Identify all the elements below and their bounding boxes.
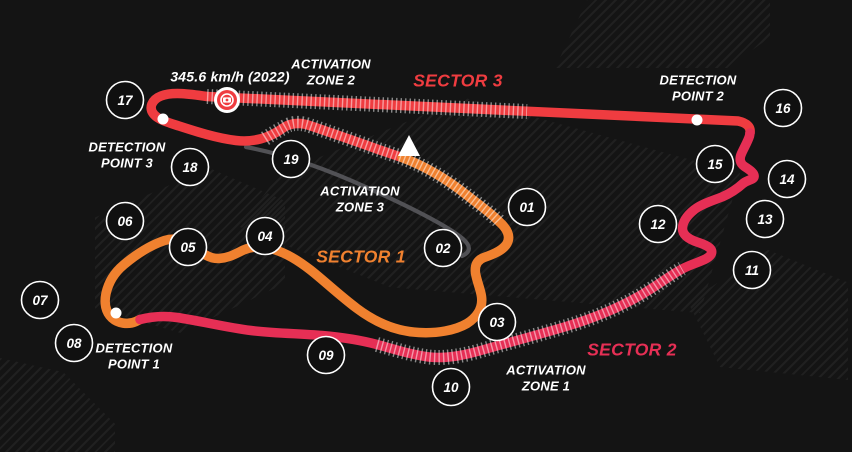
detection-point-3-label: DETECTION POINT 3: [88, 139, 166, 171]
turn-marker-07: 07: [20, 280, 60, 320]
turn-number: 08: [66, 336, 82, 351]
activation-zone-3-label: ACTIVATION ZONE 3: [320, 183, 400, 215]
turn-number: 18: [182, 160, 198, 175]
turn-number: 12: [650, 217, 666, 232]
turn-marker-05: 05: [168, 227, 208, 267]
turn-number: 09: [318, 348, 334, 363]
activation-zone-2-label: ACTIVATION ZONE 2: [291, 56, 371, 88]
detection-point-1-dot: [110, 307, 122, 319]
turn-number: 06: [117, 214, 133, 229]
turn-number: 17: [117, 93, 134, 108]
detection-point-2-dot: [691, 114, 703, 126]
turn-number: 16: [775, 101, 791, 116]
turn-marker-17: 17: [105, 80, 145, 120]
turn-marker-14: 14: [767, 159, 807, 199]
turn-marker-10: 10: [431, 367, 471, 407]
turn-marker-19: 19: [271, 139, 311, 179]
start-finish-marker: [398, 135, 420, 156]
turn-marker-12: 12: [638, 204, 678, 244]
turn-marker-01: 01: [507, 187, 547, 227]
turn-number: 14: [779, 172, 795, 187]
turn-marker-18: 18: [170, 147, 210, 187]
turn-marker-13: 13: [745, 199, 785, 239]
sector-2-label: SECTOR 2: [587, 339, 677, 360]
turn-marker-03: 03: [477, 302, 517, 342]
sector-1-label: SECTOR 1: [316, 246, 406, 267]
turn-number: 03: [489, 315, 505, 330]
detection-point-1-label: DETECTION POINT 1: [95, 340, 173, 372]
track-sector-2: [135, 128, 759, 363]
speed-camera-icon: [214, 87, 240, 113]
turn-marker-02: 02: [423, 228, 463, 268]
track-sector-1: [100, 152, 514, 338]
turn-number: 13: [757, 212, 773, 227]
turn-marker-04: 04: [245, 216, 285, 256]
turn-number: 01: [519, 200, 534, 215]
turn-number: 15: [707, 157, 723, 172]
background-texture-patch: [555, 0, 770, 68]
detection-point-3-dot: [157, 113, 169, 125]
turn-number: 02: [435, 241, 451, 256]
turn-marker-15: 15: [695, 144, 735, 184]
turn-number: 07: [32, 293, 49, 308]
turn-marker-16: 16: [763, 88, 803, 128]
turn-marker-09: 09: [306, 335, 346, 375]
activation-zone-1-label: ACTIVATION ZONE 1: [506, 362, 586, 394]
turn-number: 04: [257, 229, 273, 244]
speed-trap-label: 345.6 km/h (2022): [170, 68, 290, 85]
turn-number: 10: [443, 380, 459, 395]
sector-3-label: SECTOR 3: [413, 70, 503, 91]
turn-marker-06: 06: [105, 201, 145, 241]
turn-marker-08: 08: [54, 323, 94, 363]
track-sector-3: [146, 88, 755, 163]
turn-marker-11: 11: [732, 250, 772, 290]
detection-point-2-label: DETECTION POINT 2: [659, 72, 737, 104]
turn-number: 19: [283, 152, 299, 167]
turn-number: 11: [745, 263, 759, 278]
turn-number: 05: [180, 240, 196, 255]
